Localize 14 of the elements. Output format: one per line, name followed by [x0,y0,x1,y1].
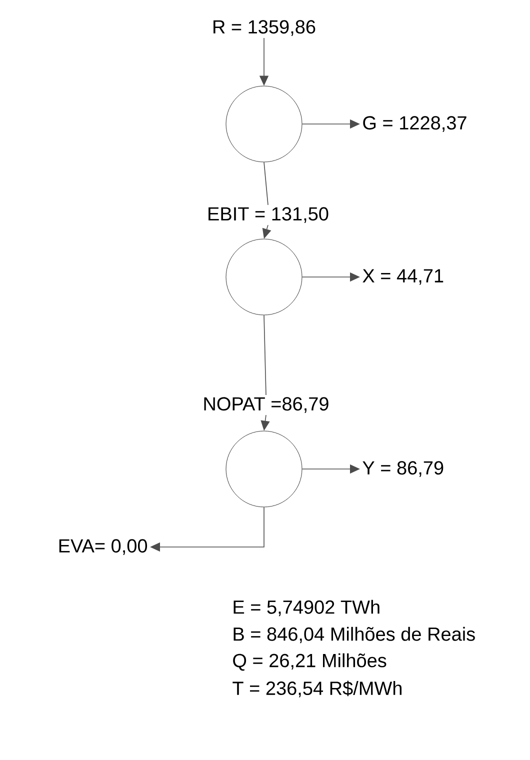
node-circle [226,430,302,508]
node-circle [226,86,302,162]
value-label: R = 1359,86 [214,20,316,36]
node-circle [226,238,302,316]
note-text: B = 846,04 Milhões de Reais [234,626,475,644]
value-label: X = 44,71 [362,269,444,285]
note-text: T = 236,54 R$/MWh [232,680,402,698]
value-label: Y = 86,79 [362,461,444,477]
value-label: EBIT = 131,50 [208,207,328,223]
note-text: Q = 26,21 Milhões [233,653,386,671]
note-text: E = 5,74902 TWh [234,600,380,616]
value-label: G = 1228,37 [363,116,466,132]
value-label: EVA= 0,00 [59,539,148,555]
value-label: NOPAT =86,79 [204,397,328,413]
